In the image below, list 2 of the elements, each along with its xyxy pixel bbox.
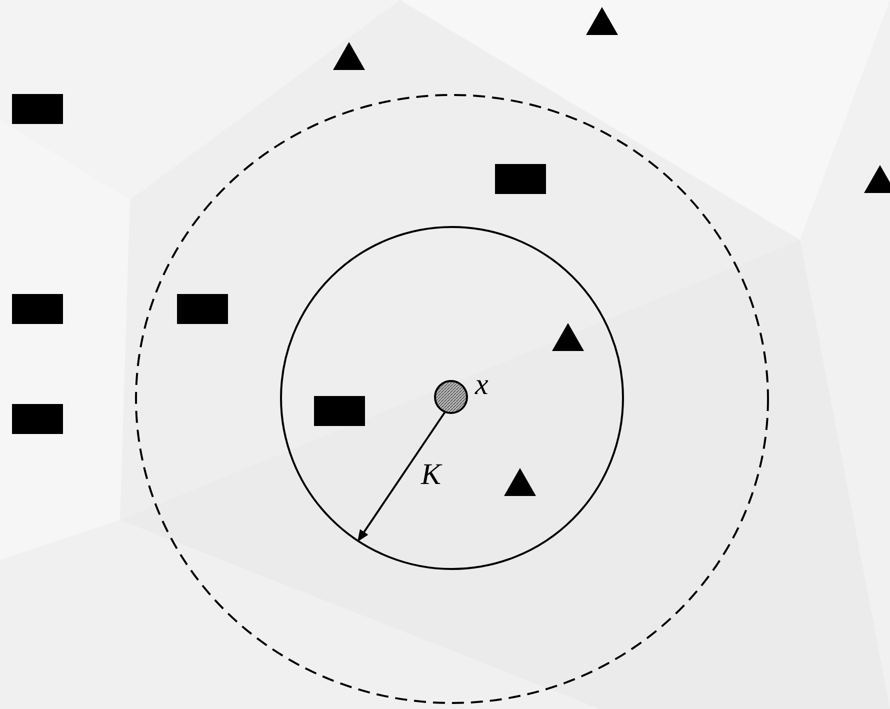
variable-label: K	[421, 460, 442, 490]
variable-label: x	[475, 370, 488, 400]
